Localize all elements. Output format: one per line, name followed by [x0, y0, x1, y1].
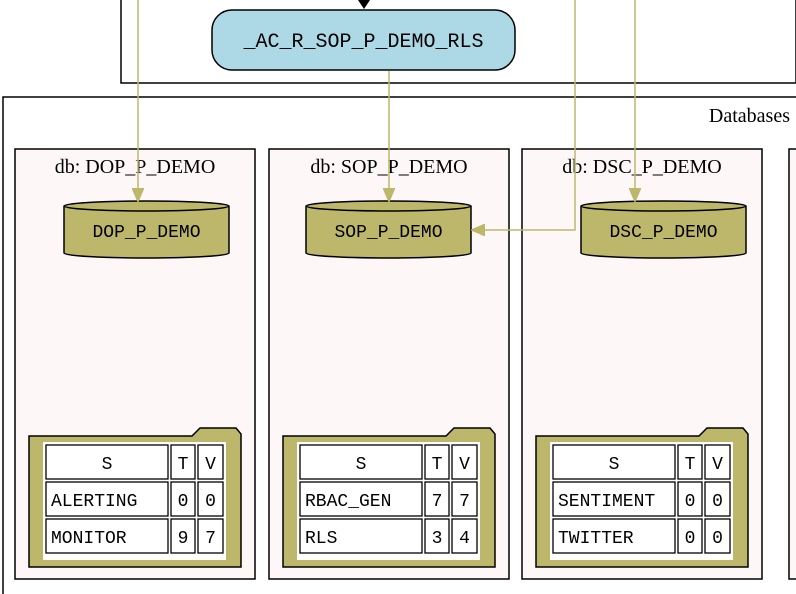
table-cell-border: [299, 518, 423, 554]
tables-count-cell: T: [685, 455, 696, 475]
table-cell-border: [704, 481, 731, 517]
role-node-label: _AC_R_SOP_P_DEMO_RLS: [242, 31, 483, 54]
table-cell-border: [677, 518, 703, 554]
table-cell-border: [704, 444, 731, 480]
views-count-cell: 0: [712, 492, 723, 512]
table-cell-border: [451, 444, 478, 480]
tables-count-cell: T: [178, 455, 189, 475]
db-node-sop[interactable]: SOP_P_DEMO: [305, 200, 472, 259]
views-count-cell: 7: [205, 529, 216, 549]
views-count-cell: 7: [459, 492, 470, 512]
views-count-cell: V: [712, 455, 723, 475]
schema-cell: TWITTER: [558, 529, 634, 549]
table-cell-border: [424, 481, 450, 517]
views-count-cell: V: [205, 455, 216, 475]
db-node-label: DSC_P_DEMO: [609, 223, 717, 243]
schema-cell: RBAC_GEN: [305, 492, 391, 512]
table-cell-border: [170, 518, 196, 554]
db-node-label: SOP_P_DEMO: [334, 223, 442, 243]
views-count-cell: 4: [459, 529, 470, 549]
schema-cell: S: [609, 455, 620, 475]
db-cylinder-body: [63, 200, 230, 259]
db-node-dsc[interactable]: DSC_P_DEMO: [580, 200, 747, 259]
db-cylinder-rim: [63, 205, 230, 212]
table-cell-border: [552, 444, 676, 480]
db-node-dop[interactable]: DOP_P_DEMO: [63, 200, 230, 259]
schema-cell: MONITOR: [51, 529, 127, 549]
db-cylinder-rim: [305, 205, 472, 212]
table-cell-border: [677, 481, 703, 517]
views-count-cell: 0: [205, 492, 216, 512]
tables-count-cell: 3: [432, 529, 443, 549]
views-count-cell: 0: [712, 529, 723, 549]
tables-count-cell: T: [432, 455, 443, 475]
edge-into-sop-side: [473, 0, 576, 230]
db-cluster-partial: [788, 148, 796, 580]
table-cell-border: [170, 444, 196, 480]
db-cylinder-rim: [580, 205, 747, 212]
db-cylinder-body: [305, 200, 472, 259]
db-node-label: DOP_P_DEMO: [92, 223, 200, 243]
schema-cell: S: [102, 455, 113, 475]
incoming-arrow: [358, 0, 370, 9]
schema-cell: RLS: [305, 529, 337, 549]
schema-cell: SENTIMENT: [558, 492, 655, 512]
table-cell-border: [45, 444, 169, 480]
table-cell-border: [424, 444, 450, 480]
table-cell-border: [299, 481, 423, 517]
role-node[interactable]: _AC_R_SOP_P_DEMO_RLS: [211, 9, 516, 71]
tables-count-cell: 0: [178, 492, 189, 512]
tables-count-cell: 0: [685, 529, 696, 549]
table-cell-border: [197, 518, 224, 554]
table-cell-border: [424, 518, 450, 554]
table-cell-border: [677, 444, 703, 480]
schema-cell: ALERTING: [51, 492, 137, 512]
schema-cell: S: [356, 455, 367, 475]
table-cell-border: [170, 481, 196, 517]
table-cell-border: [451, 481, 478, 517]
table-cell-border: [45, 518, 169, 554]
table-cell-border: [552, 481, 676, 517]
table-cell-border: [299, 444, 423, 480]
table-cell-border: [197, 444, 224, 480]
table-cell-border: [451, 518, 478, 554]
views-count-cell: V: [459, 455, 470, 475]
db-cluster-label-dop: db: DOP_P_DEMO: [55, 156, 216, 178]
tables-count-cell: 0: [685, 492, 696, 512]
tables-count-cell: 7: [432, 492, 443, 512]
table-cell-border: [45, 481, 169, 517]
table-cell-border: [552, 518, 676, 554]
db-cluster-label-dsc: db: DSC_P_DEMO: [562, 156, 721, 178]
databases-cluster-label: Databases: [709, 105, 790, 127]
table-cell-border: [704, 518, 731, 554]
table-cell-border: [197, 481, 224, 517]
tables-count-cell: 9: [178, 529, 189, 549]
role-node-box: [211, 9, 516, 71]
db-cylinder-body: [580, 200, 747, 259]
